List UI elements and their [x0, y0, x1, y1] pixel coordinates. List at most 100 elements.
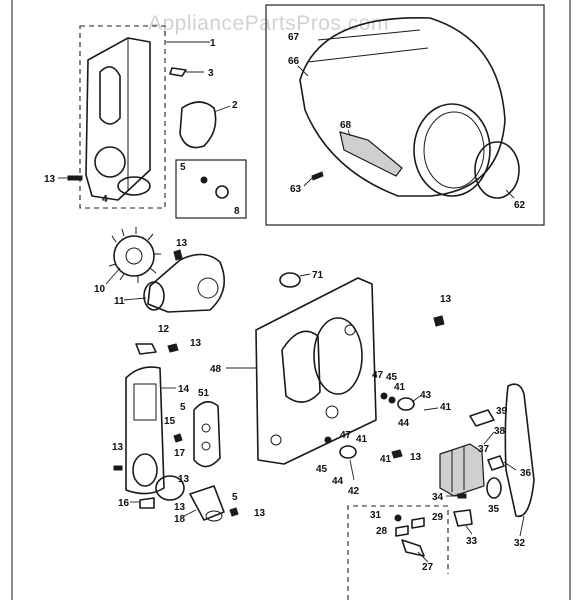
drum-seam-1	[317, 29, 421, 41]
leader-41b	[423, 407, 439, 411]
leader-33	[465, 525, 473, 535]
label-part-41a: 41	[394, 382, 406, 393]
upper-left-assembly-group	[67, 25, 247, 219]
leader-62	[505, 189, 515, 199]
drum-baffle-part	[339, 131, 403, 177]
label-part-38: 38	[494, 426, 506, 437]
idler-washer-1	[380, 392, 388, 400]
part-labels: 1 3 2 5 8 13 4 67 66 68 63 62 10 13 11 7…	[44, 32, 532, 573]
label-part-48: 48	[210, 364, 222, 375]
seal-ring-part	[179, 101, 217, 149]
washer-part	[200, 176, 208, 184]
label-part-39: 39	[496, 406, 508, 417]
blower-inlet	[143, 281, 165, 311]
leader-38	[483, 431, 495, 445]
drum-body	[299, 16, 506, 197]
bulkhead-hole-2	[344, 324, 356, 336]
leader-71	[299, 273, 311, 277]
bracket-33-part	[453, 509, 473, 527]
leader-lines	[58, 41, 525, 563]
lower-washer-1	[324, 436, 332, 444]
elbow-part	[135, 343, 157, 355]
label-part-3: 3	[208, 68, 214, 79]
spring-28-part	[395, 525, 409, 537]
blower-wheel-part	[113, 235, 155, 277]
label-part-13d: 13	[190, 338, 202, 349]
label-part-45b: 45	[316, 464, 328, 475]
drive-belt-part	[504, 383, 535, 518]
label-part-15: 15	[164, 416, 176, 427]
leader-11	[123, 297, 147, 301]
label-part-36: 36	[520, 468, 532, 479]
label-part-13e: 13	[112, 442, 124, 453]
label-part-10: 10	[94, 284, 106, 295]
duct-round-opening	[94, 146, 126, 178]
label-part-62: 62	[514, 200, 526, 211]
blower-housing-part	[147, 253, 226, 313]
leader-68	[347, 129, 351, 137]
blower-group	[108, 227, 226, 313]
label-part-5c: 5	[232, 492, 238, 503]
label-part-44b: 44	[332, 476, 344, 487]
drum-opening	[413, 103, 491, 197]
exhaust-duct-window	[133, 383, 157, 421]
exhaust-duct-part	[125, 366, 165, 495]
watermark-text: AppliancePartsPros.com	[148, 12, 389, 35]
label-part-66: 66	[288, 56, 300, 67]
blower-wheel-fins	[108, 227, 161, 283]
label-part-28: 28	[376, 526, 388, 537]
bulkhead-left-opening	[281, 330, 321, 403]
leader-42	[349, 459, 355, 481]
label-part-8: 8	[234, 206, 240, 217]
leader-63	[303, 177, 313, 187]
label-part-17: 17	[174, 448, 186, 459]
bracket-part	[139, 497, 155, 509]
label-part-68: 68	[340, 120, 352, 131]
heater-box-part	[189, 485, 225, 521]
washer-31-part	[394, 514, 402, 522]
drum-assembly-group	[265, 4, 545, 226]
label-part-32: 32	[514, 538, 526, 549]
leader-27	[417, 551, 429, 563]
exhaust-duct-port	[132, 453, 158, 487]
drive-screw-part	[391, 449, 403, 459]
bulkhead-center-ring	[313, 317, 363, 395]
label-part-44a: 44	[398, 418, 410, 429]
heater-box-end	[205, 510, 223, 522]
motor-screw-part	[457, 493, 467, 499]
label-part-71: 71	[312, 270, 324, 281]
motor-pulley-part	[486, 477, 502, 499]
leader-32	[519, 515, 525, 537]
drum-seam-2	[307, 47, 429, 63]
label-part-41d: 41	[380, 454, 392, 465]
label-part-67: 67	[288, 32, 300, 43]
label-part-13f: 13	[178, 474, 190, 485]
idler-pulley-part	[397, 397, 415, 411]
leader-66	[297, 65, 309, 77]
label-part-63: 63	[290, 184, 302, 195]
label-part-27: 27	[422, 562, 434, 573]
drum-box	[265, 4, 545, 226]
lint-duct-port-2	[201, 441, 211, 451]
label-part-13c: 13	[440, 294, 452, 305]
screw-part	[67, 175, 83, 181]
motor-part	[439, 443, 485, 497]
drive-group	[324, 383, 535, 518]
blower-wheel-hub	[125, 247, 143, 265]
label-part-43: 43	[420, 390, 432, 401]
label-part-35: 35	[488, 504, 500, 515]
lever-27-part	[401, 539, 425, 557]
duct-slot-upper	[99, 66, 121, 125]
label-part-13b: 13	[176, 238, 188, 249]
clip-29-part	[411, 517, 425, 529]
idler-washer-2	[388, 396, 396, 404]
label-part-2: 2	[232, 100, 238, 111]
label-part-29: 29	[432, 512, 444, 523]
gasket-part	[117, 176, 151, 196]
label-part-13h: 13	[254, 508, 266, 519]
label-part-4: 4	[102, 194, 108, 205]
bulkhead-hole-1	[325, 405, 339, 419]
leader-43	[411, 395, 421, 403]
leader-18	[183, 509, 197, 517]
